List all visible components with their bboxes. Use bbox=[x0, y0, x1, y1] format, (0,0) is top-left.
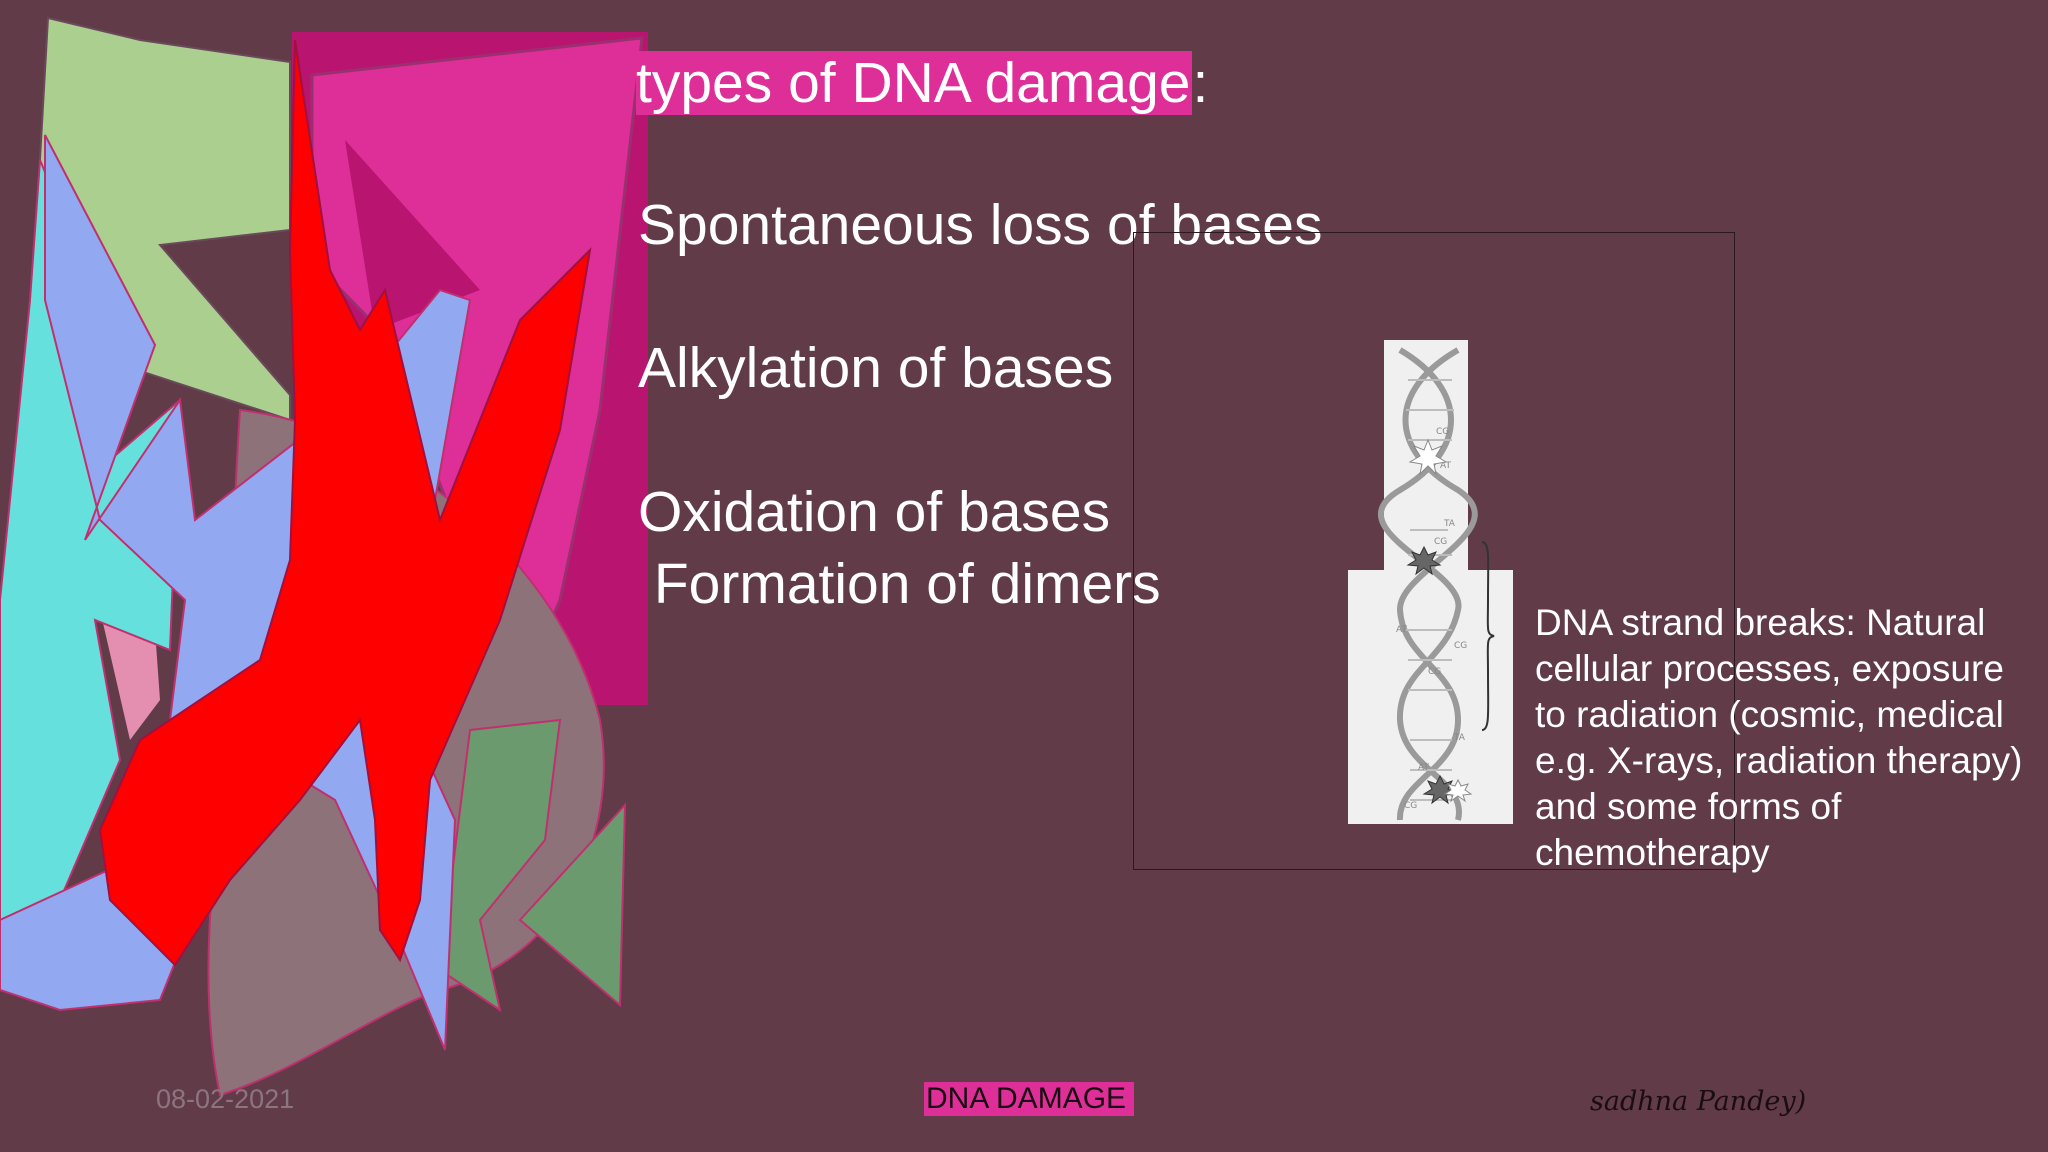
footer-date: 08-02-2021 bbox=[156, 1084, 295, 1114]
base-pair-label: AT bbox=[1418, 763, 1429, 773]
sage-shape-2 bbox=[518, 802, 627, 1008]
slide-heading: types of DNA damage: bbox=[636, 50, 1208, 116]
bullet-oxidation: Oxidation of bases bbox=[638, 480, 1111, 544]
red-shape bbox=[98, 39, 592, 967]
base-pair-label: CG bbox=[1434, 537, 1447, 547]
footer-author: sadhna Pandey) bbox=[1590, 1086, 1807, 1117]
footer-title: DNA DAMAGE bbox=[924, 1082, 1135, 1116]
base-pair-label: CG bbox=[1428, 667, 1441, 677]
base-pair-label: CG bbox=[1436, 427, 1449, 437]
bullet-spontaneous-loss: Spontaneous loss of bases bbox=[638, 193, 1323, 257]
heading-highlighted-text: types of DNA damage bbox=[636, 51, 1193, 115]
heading-colon: : bbox=[1192, 51, 1209, 115]
abstract-art-decoration bbox=[0, 16, 648, 1097]
base-pair-label: AT bbox=[1440, 461, 1451, 471]
damage-star-icons bbox=[1406, 438, 1473, 805]
base-pair-label: TA bbox=[1453, 733, 1466, 743]
bullet-dimers: Formation of dimers bbox=[638, 552, 1161, 616]
base-pair-label: CG bbox=[1404, 801, 1417, 811]
base-pair-label: AT bbox=[1396, 625, 1407, 635]
bullet-alkylation: Alkylation of bases bbox=[638, 336, 1114, 400]
image-frame bbox=[1133, 232, 1735, 870]
strand-breaks-description: DNA strand breaks: Natural cellular proc… bbox=[1535, 602, 2023, 873]
base-pair-label: TA bbox=[1443, 519, 1456, 529]
base-pair-label: CG bbox=[1454, 641, 1467, 651]
dark-triangle bbox=[345, 140, 480, 330]
dna-helix-image: CG AT TA CG GC AT CG CG TA AT CG bbox=[1348, 340, 1513, 824]
curly-brace bbox=[1481, 541, 1495, 731]
